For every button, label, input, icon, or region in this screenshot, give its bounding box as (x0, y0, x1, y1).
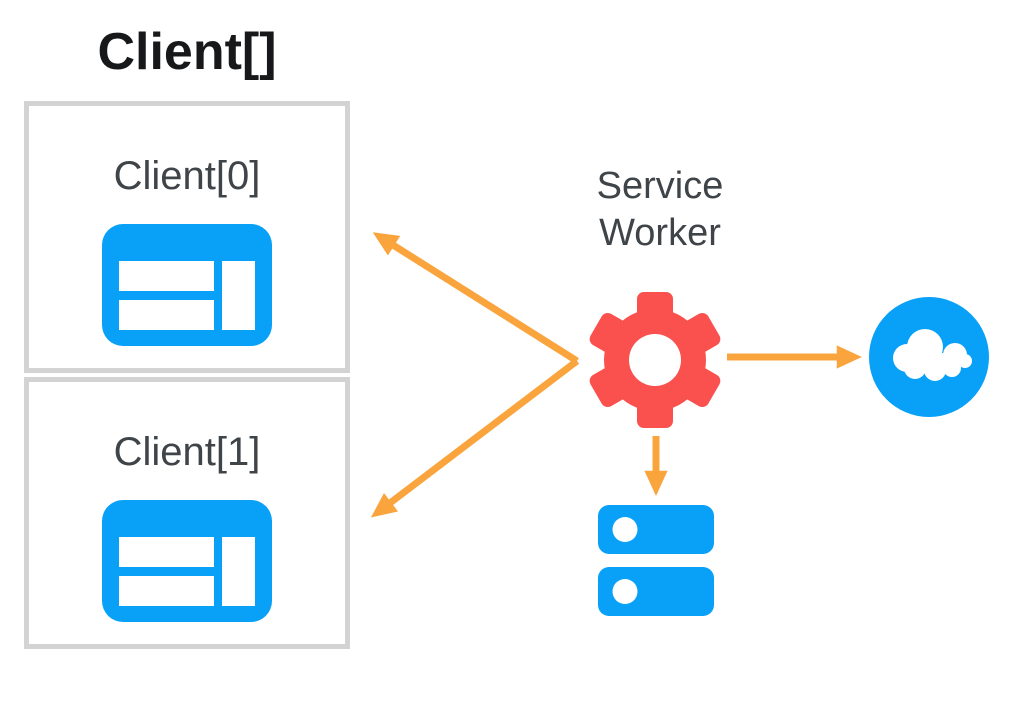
client-array-title: Client[] (97, 23, 277, 81)
service-worker-label-line1: Service (596, 165, 724, 207)
database-icon (598, 505, 714, 616)
client0-label: Client[0] (113, 154, 261, 198)
browser-window-icon (102, 224, 272, 346)
gear-icon (589, 292, 721, 428)
service-worker-label-line2: Worker (599, 212, 721, 254)
service-worker-label: Service Worker (540, 163, 780, 257)
browser-window-icon (102, 500, 272, 622)
arrow-service-worker-to-client0 (372, 232, 579, 364)
client1-label: Client[1] (113, 430, 261, 474)
client0-box: Client[0] (24, 101, 350, 373)
cloud-icon (869, 297, 989, 417)
arrow-service-worker-to-client1 (370, 358, 580, 518)
client1-box: Client[1] (24, 377, 350, 649)
